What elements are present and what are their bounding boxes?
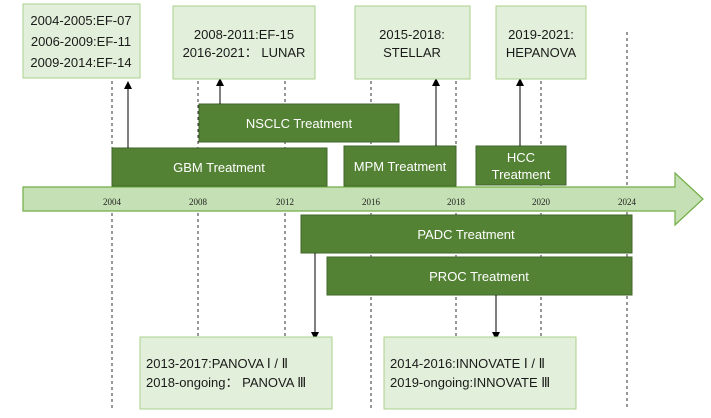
trial-mpm-line2: STELLAR (383, 45, 441, 60)
trial-gbm-line3: 2009-2014:EF-14 (30, 55, 131, 70)
trial-gbm-line2: 2006-2009:EF-11 (31, 34, 131, 49)
bar-label-gbm: GBM Treatment (173, 160, 265, 175)
trial-mpm-line1: 2015-2018: (379, 27, 445, 42)
bar-nsclc: NSCLC Treatment (198, 103, 400, 143)
trial-nsclc-line2: 2016-2021： LUNAR (183, 45, 306, 60)
timeline-arrow (22, 171, 704, 227)
trial-box-gbm: 2004-2005:EF-07 2006-2009:EF-11 2009-201… (22, 3, 141, 79)
bar-hcc: HCC Treatment (475, 145, 567, 186)
tick-label-2024: 2024 (618, 197, 637, 207)
treatment-bars: NSCLC Treatment GBM Treatment MPM Treatm… (111, 103, 633, 296)
year-ticks: 2004 2008 2012 2016 2018 2020 2024 (103, 197, 637, 207)
trial-hcc-line1: 2019-2021: (508, 27, 574, 42)
bar-proc: PROC Treatment (326, 256, 633, 296)
tick-label-2004: 2004 (103, 197, 122, 207)
bar-padc: PADC Treatment (300, 214, 633, 254)
trial-box-proc: 2014-2016:INNOVATE Ⅰ / Ⅱ 2019-ongoing:IN… (383, 336, 577, 410)
trial-padc-line1: 2013-2017:PANOVA Ⅰ / Ⅱ (146, 356, 288, 371)
trial-nsclc-line1: 2008-2011:EF-15 (194, 27, 294, 42)
trial-box-padc: 2013-2017:PANOVA Ⅰ / Ⅱ 2018-ongoing： PAN… (139, 336, 333, 410)
connector-arrows (124, 78, 524, 340)
bar-mpm: MPM Treatment (343, 145, 457, 187)
trial-hcc-line2: HEPANOVA (506, 45, 577, 60)
tick-label-2018: 2018 (447, 197, 466, 207)
trial-padc-line2: 2018-ongoing： PANOVA Ⅲ (146, 375, 306, 390)
trial-box-mpm: 2015-2018: STELLAR (354, 5, 471, 80)
bar-label-hcc-line2: Treatment (492, 167, 551, 182)
tick-label-2008: 2008 (189, 197, 208, 207)
tick-label-2012: 2012 (276, 197, 294, 207)
tick-label-2020: 2020 (532, 197, 551, 207)
bar-label-padc: PADC Treatment (417, 227, 515, 242)
trial-box-hcc: 2019-2021: HEPANOVA (495, 5, 587, 80)
trial-proc-line2: 2019-ongoing:INNOVATE Ⅲ (390, 375, 550, 390)
bar-label-mpm: MPM Treatment (354, 159, 447, 174)
bar-label-nsclc: NSCLC Treatment (246, 116, 353, 131)
trial-proc-line1: 2014-2016:INNOVATE Ⅰ / Ⅱ (390, 356, 545, 371)
bar-label-hcc-line1: HCC (507, 150, 535, 165)
tick-label-2016: 2016 (362, 197, 381, 207)
bar-label-proc: PROC Treatment (429, 269, 529, 284)
bar-gbm: GBM Treatment (111, 147, 328, 187)
trial-box-nsclc: 2008-2011:EF-15 2016-2021： LUNAR (172, 5, 316, 80)
trial-gbm-line1: 2004-2005:EF-07 (30, 13, 131, 28)
